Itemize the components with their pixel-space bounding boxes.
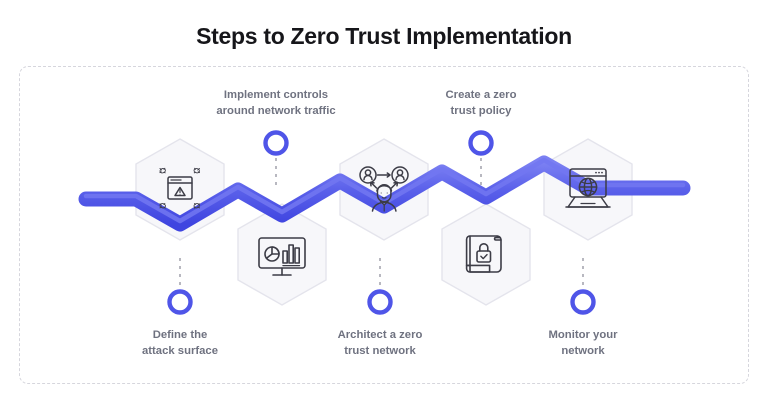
step-label-3: Architect a zero trust network: [290, 328, 470, 359]
step-label-2: Implement controls around network traffi…: [186, 88, 366, 119]
step-label-5-line1: Monitor your: [548, 329, 618, 341]
step-label-4: Create a zero trust policy: [391, 88, 571, 119]
step-label-4-line1: Create a zero: [445, 89, 517, 101]
step-label-1-line1: Define the: [152, 329, 208, 341]
step-label-1-line2: attack surface: [142, 344, 218, 357]
step-label-3-line1: Architect a zero: [337, 329, 423, 341]
step-label-1: Define the attack surface: [90, 328, 270, 359]
page-title: Steps to Zero Trust Implementation: [196, 23, 572, 49]
step-label-5-line2: network: [561, 344, 605, 357]
diagram-frame: [19, 66, 749, 384]
step-label-4-line2: trust policy: [450, 104, 512, 117]
step-label-2-line2: around network traffic: [216, 104, 336, 117]
step-label-5: Monitor your network: [493, 328, 673, 359]
step-label-3-line2: trust network: [344, 344, 416, 357]
step-label-2-line1: Implement controls: [223, 89, 329, 101]
